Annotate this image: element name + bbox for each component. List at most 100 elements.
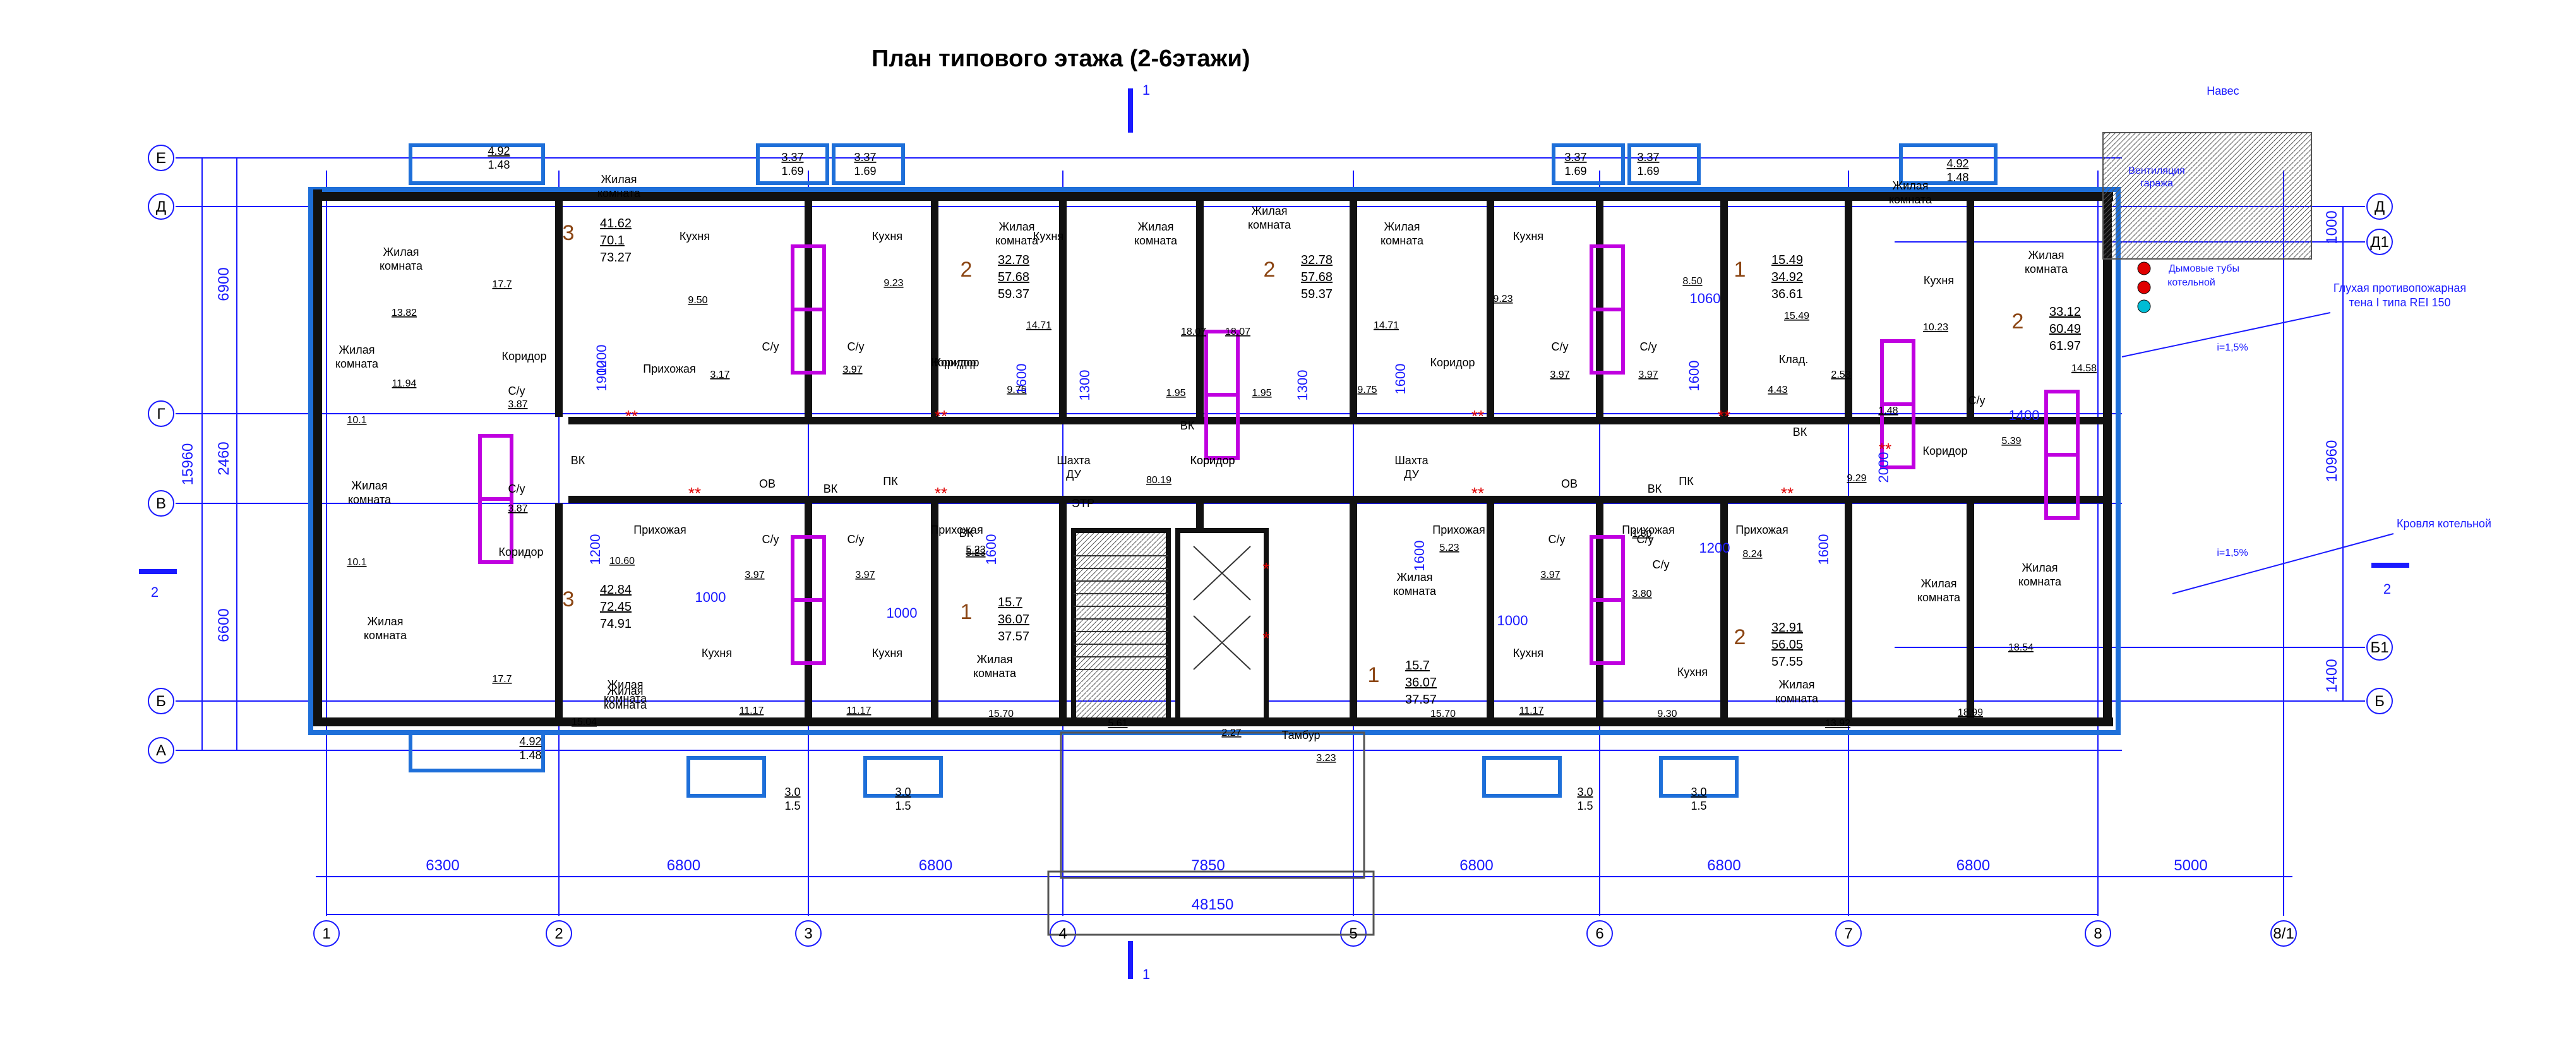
axis-bubble-1 [313, 920, 340, 947]
inner-dimension: 1400 [2009, 407, 2040, 423]
balcony [1659, 756, 1739, 798]
balcony [863, 756, 943, 798]
balcony [409, 143, 545, 185]
balcony [686, 756, 766, 798]
room-area: 2.53 [1831, 369, 1850, 380]
room-label-line2: комната [1134, 234, 1178, 247]
room-label: Кухня [1513, 230, 1543, 243]
red-asterisk-marker: ** [1781, 484, 1794, 503]
room-area: 17.7 [492, 279, 512, 290]
apartment-full-area: 37.57 [1405, 693, 1437, 707]
room-label: С/у [762, 340, 779, 353]
room-label-line2: комната [1775, 692, 1819, 705]
axis-bubble-6 [1586, 920, 1613, 947]
balcony-area-b: 1.48 [488, 159, 510, 171]
room-label-line2: комната [2018, 575, 2062, 588]
partition-wall [1967, 503, 1974, 718]
balcony-area-a: 3.0 [784, 786, 800, 798]
room-label: ОВ [759, 477, 776, 490]
red-asterisk-marker: ** [688, 484, 701, 503]
room-area: 1.95 [1166, 388, 1185, 399]
room-label: Кухня [1033, 230, 1063, 243]
room-area: 9.23 [1493, 294, 1513, 304]
room-label: С/у [1549, 533, 1566, 546]
apartment-living-area: 33.12 [2049, 305, 2081, 319]
axis-bubble-3 [795, 920, 822, 947]
room-label: Коридор [1430, 356, 1475, 369]
red-asterisk-marker: ** [1471, 484, 1484, 503]
red-asterisk-marker: ** [935, 407, 947, 426]
room-label: Коридор [501, 350, 546, 363]
red-asterisk-marker: ** [1471, 407, 1484, 426]
partition-wall [1845, 201, 1852, 417]
room-label-line1: Жилая [608, 685, 644, 697]
balcony-area-b: 1.5 [784, 800, 800, 812]
walls [308, 143, 2121, 936]
room-area: 18.54 [2008, 642, 2034, 653]
room-label: Коридор [931, 356, 976, 369]
room-label: ПК [883, 475, 898, 488]
partition-wall [1196, 201, 1204, 417]
inner-dimension: 2000 [1876, 452, 1891, 483]
red-asterisk-marker: ** [1718, 407, 1730, 426]
balcony [1482, 756, 1562, 798]
dimension-left-top: 6900 [215, 267, 232, 301]
dimension-left-bottom: 6600 [215, 608, 232, 642]
room-area: 3.97 [842, 364, 862, 375]
room-area: 10.1 [347, 415, 366, 426]
fixtures [139, 88, 2409, 979]
room-label-line2: ДУ [1404, 468, 1419, 481]
room-area: 17.7 [492, 674, 512, 685]
balcony-area-b: 1.48 [519, 749, 541, 762]
room-label-line2: комната [973, 667, 1017, 680]
axis-bubble-Г [148, 400, 174, 427]
room-label-line2: комната [2025, 263, 2068, 275]
room-area: 80.19 [1146, 475, 1171, 486]
axis-label-Д: Д [156, 198, 166, 215]
room-area: 3.80 [1632, 589, 1651, 599]
balcony-area-b: 1.48 [1946, 171, 1968, 184]
apartment-total-area: 36.07 [998, 613, 1029, 627]
room-area: 14.71 [1374, 320, 1399, 331]
apartment-room-count: 2 [2012, 309, 2024, 333]
axis-label-right-Б1: Б1 [2370, 639, 2388, 656]
room-label: ВК [571, 454, 585, 467]
inner-dimension: 1200 [594, 345, 609, 376]
room-area: 3.87 [508, 399, 527, 410]
balcony-area-b: 1.69 [781, 165, 803, 177]
balcony-area-a: 4.92 [1946, 157, 1968, 170]
room-label: ВК [1793, 426, 1807, 438]
lift-cross [1193, 546, 1251, 601]
room-label-line1: Жилая [1779, 678, 1815, 691]
inner-dimension: 1600 [1411, 541, 1427, 572]
partition-wall [1967, 201, 1974, 417]
red-asterisk-marker: ** [625, 407, 638, 426]
apartment-full-area: 59.37 [998, 287, 1029, 301]
apartment-total-area: 56.05 [1771, 638, 1803, 652]
partition-wall [1845, 503, 1852, 718]
room-area: 3.23 [1316, 753, 1336, 764]
room-label: Коридор [498, 546, 543, 558]
room-area: 3.97 [745, 570, 764, 580]
room-label-line1: Жилая [352, 479, 388, 492]
room-area: 1.48 [1878, 405, 1898, 416]
smoke-pipe [2137, 280, 2151, 294]
balcony-area-a: 4.92 [488, 145, 510, 157]
inner-dimension: 1000 [1497, 613, 1528, 628]
room-label-line1: Жилая [1893, 179, 1929, 192]
room-label-line1: Жилая [977, 653, 1013, 666]
room-area: 11.17 [847, 705, 872, 716]
room-area: 5.23 [1439, 543, 1459, 553]
dimension-right-mid: 10960 [2323, 440, 2340, 483]
room-label-line1: Жилая [339, 344, 375, 356]
apartment-room-count: 2 [1734, 625, 1746, 649]
room-area: 9.23 [884, 278, 903, 289]
room-label: Коридор [1190, 454, 1235, 467]
balcony [409, 731, 545, 772]
room-area: 10.60 [609, 556, 635, 567]
room-area: 1.95 [1252, 388, 1271, 399]
axis-bubble-4 [1050, 920, 1076, 947]
room-area: 2.27 [1221, 728, 1241, 738]
dimension-left-mid: 2460 [215, 441, 232, 475]
